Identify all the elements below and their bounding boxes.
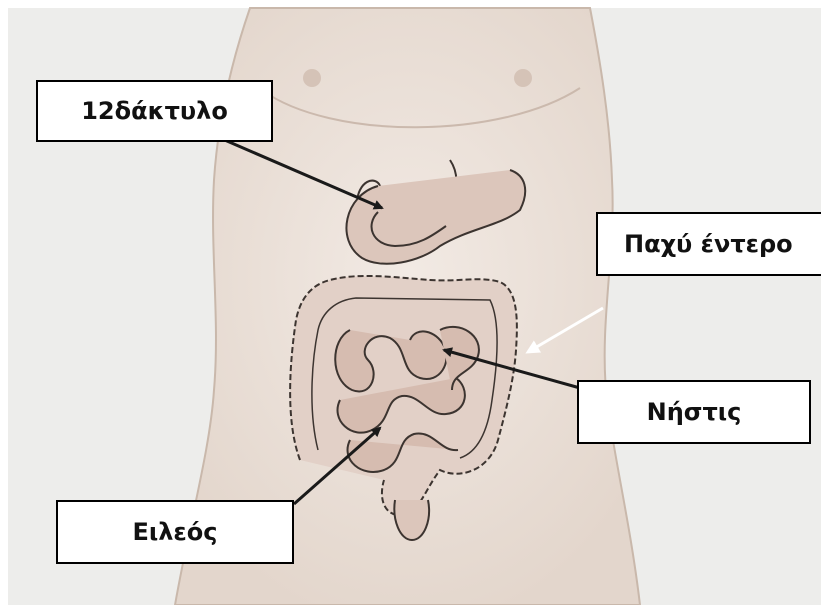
nipple-left	[303, 69, 321, 87]
white-border-left	[0, 0, 8, 605]
nipple-right	[514, 69, 532, 87]
label-duodenum: 12δάκτυλο	[36, 80, 273, 142]
label-large-intestine: Παχύ έντερο	[596, 212, 821, 276]
label-ileum: Ειλεός	[56, 500, 294, 564]
label-jejunum: Νήστις	[577, 380, 811, 444]
white-border-top	[0, 0, 821, 8]
